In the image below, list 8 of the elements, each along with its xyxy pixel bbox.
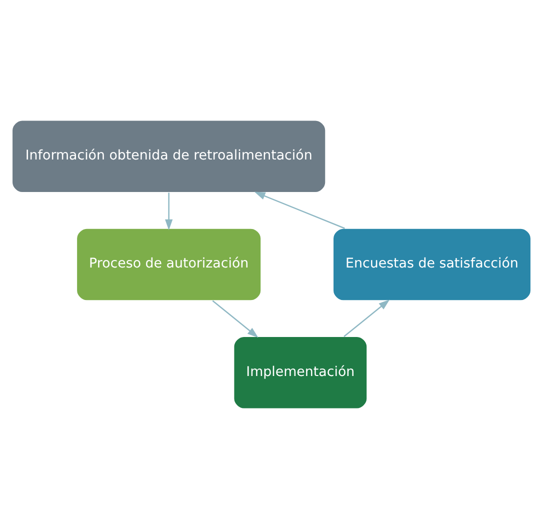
arrow bbox=[344, 300, 390, 337]
arrow bbox=[212, 300, 258, 338]
node-box: Información obtenida de retroalimentación bbox=[12, 120, 326, 193]
node-box: Encuestas de satisfacción bbox=[332, 228, 532, 301]
node-box: Implementación bbox=[233, 336, 368, 410]
arrow bbox=[165, 192, 173, 230]
node-box: Proceso de autorización bbox=[76, 228, 262, 301]
arrow bbox=[254, 192, 345, 229]
